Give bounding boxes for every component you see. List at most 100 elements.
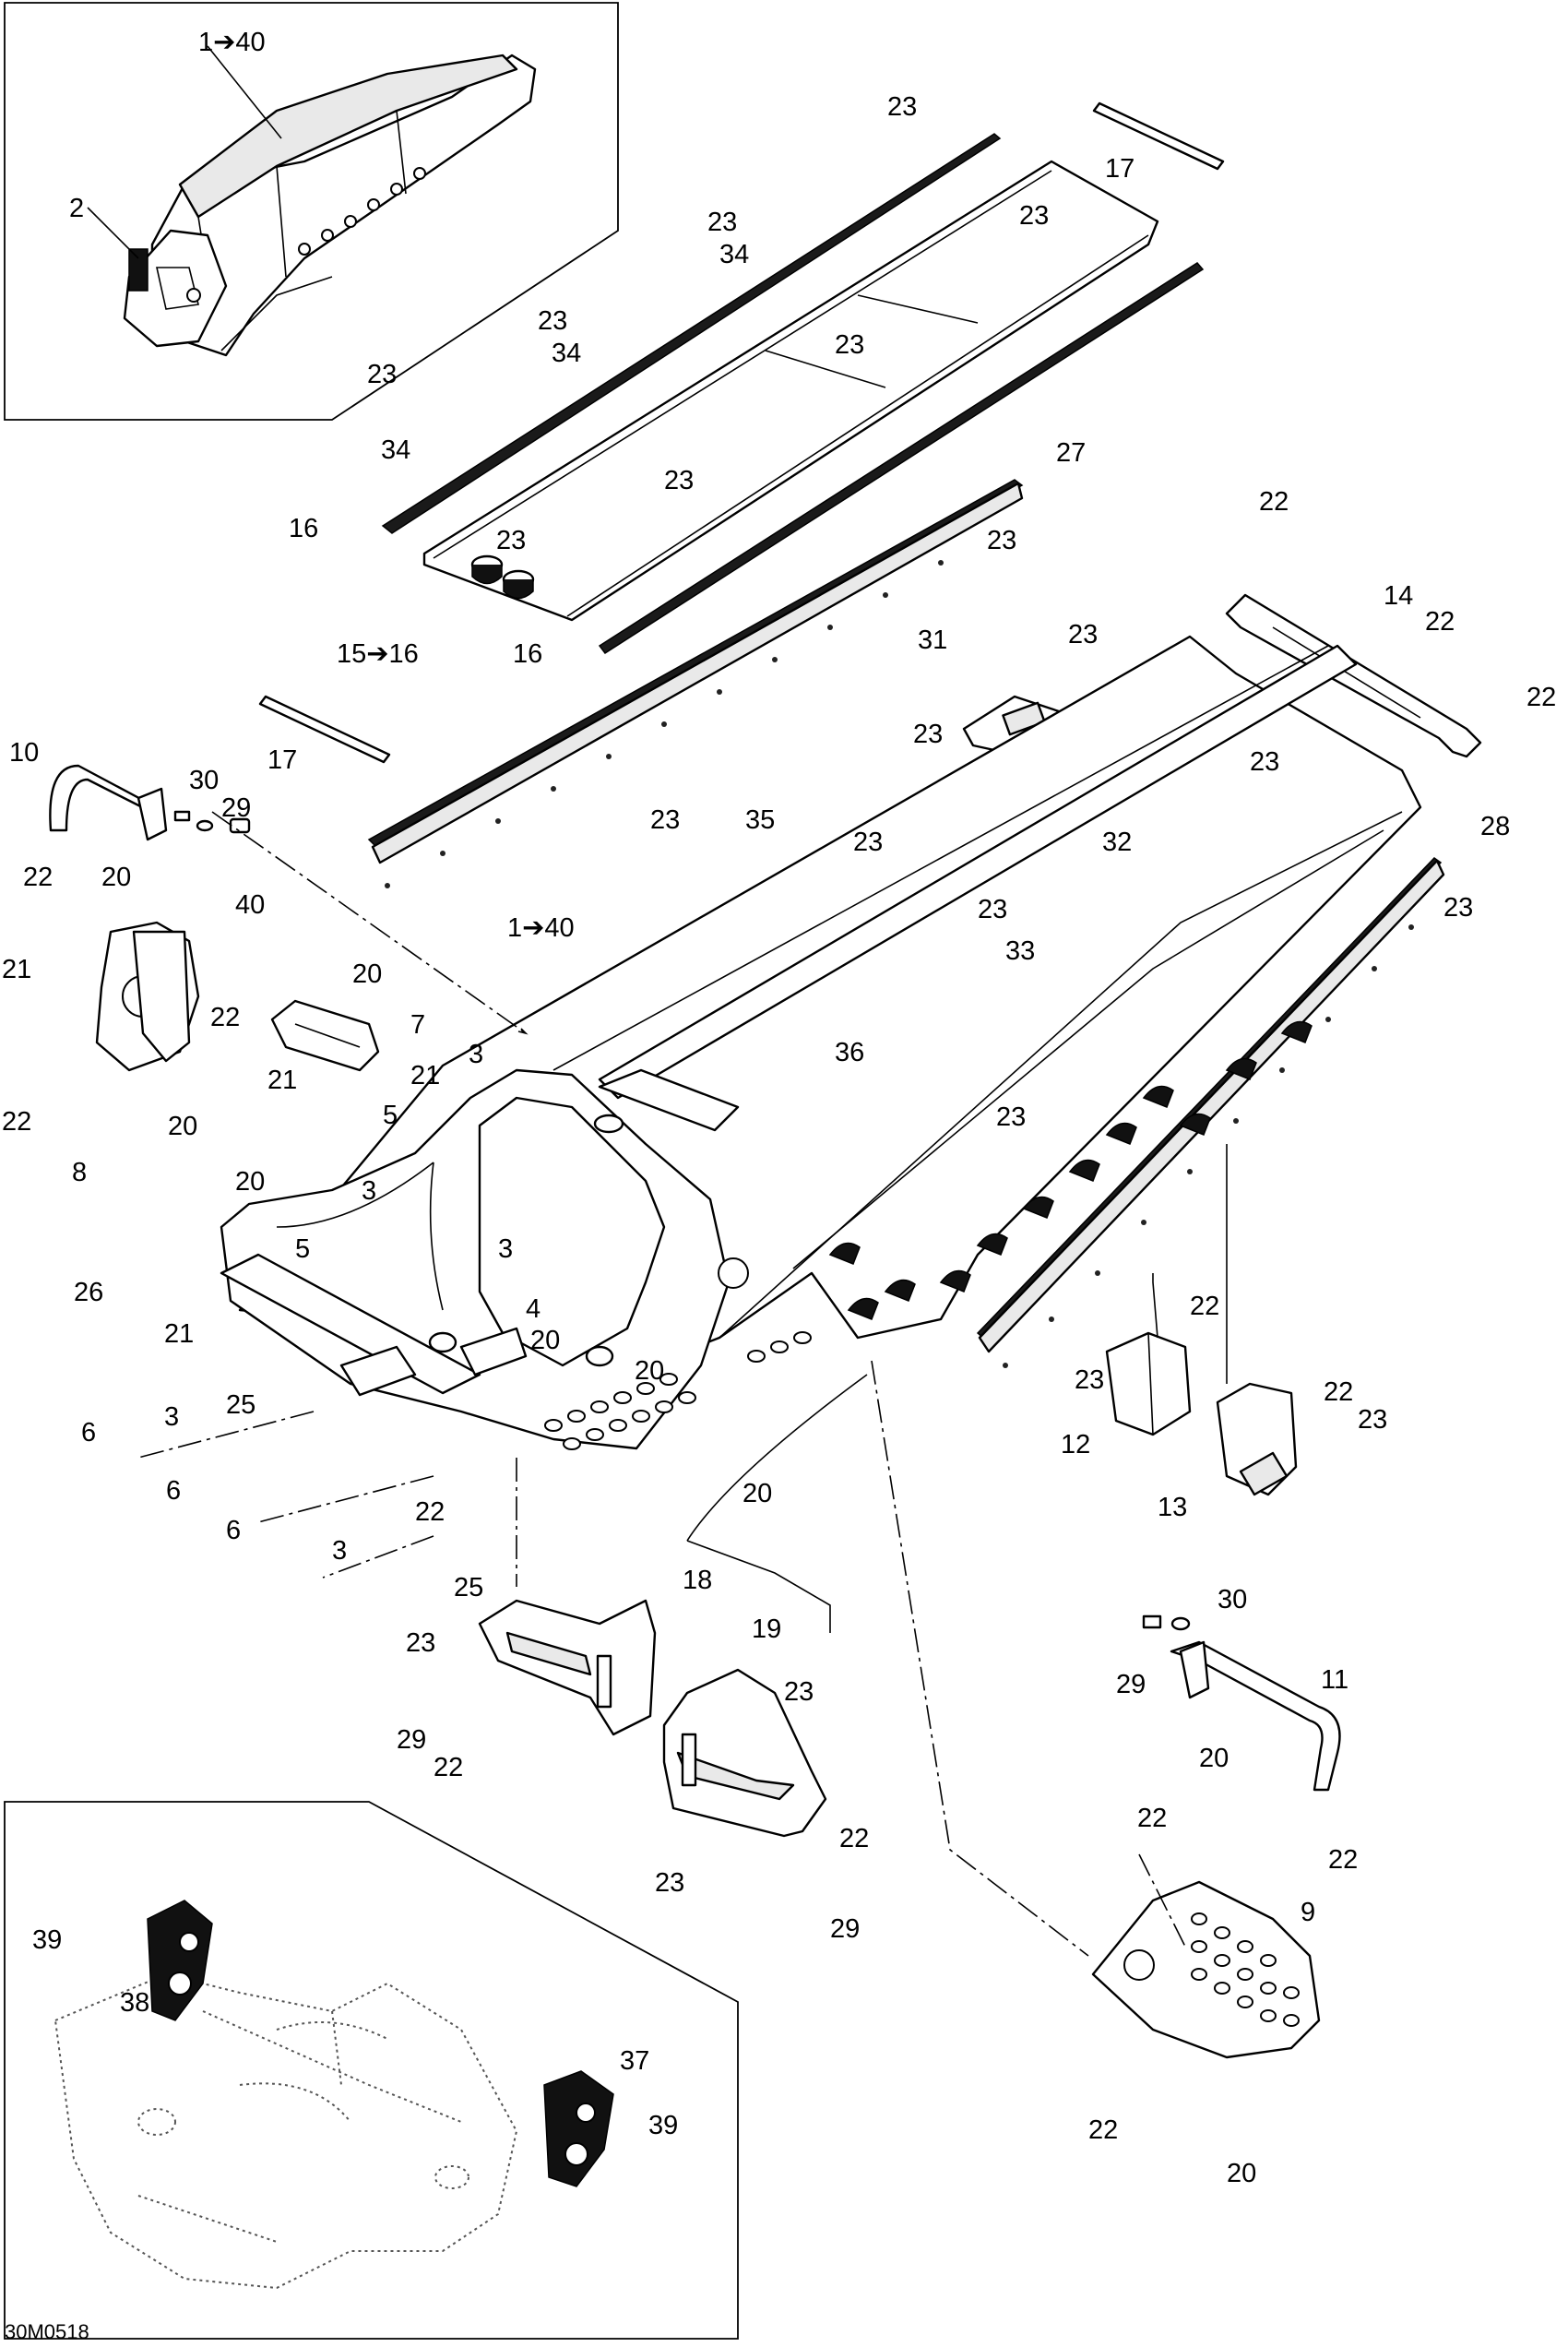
callout-37: 37 [620, 2046, 649, 2076]
callout-25-b: 25 [454, 1573, 483, 1602]
callout-30-b: 30 [1218, 1585, 1247, 1614]
callout-5-b: 5 [295, 1234, 310, 1264]
callout-20-g: 20 [742, 1479, 772, 1508]
callout-39-b: 39 [648, 2111, 678, 2140]
callout-23-l: 23 [650, 805, 680, 835]
callout-3-d: 3 [164, 1402, 179, 1432]
callout-23-a: 23 [887, 92, 917, 122]
callout-23-t: 23 [406, 1628, 435, 1658]
callout-1-40-inset: 1➔40 [198, 28, 266, 57]
inset-engine-mounts [4, 1801, 739, 2340]
callout-13: 13 [1158, 1493, 1187, 1522]
callout-22-l: 22 [1137, 1804, 1167, 1833]
callout-26: 26 [74, 1278, 103, 1307]
callout-4: 4 [526, 1294, 540, 1324]
callout-23-o: 23 [1443, 893, 1473, 923]
callout-40: 40 [235, 890, 265, 920]
tunnel-top-assembly [258, 101, 1445, 1368]
callout-labels: 1➔40 2 23 17 23 34 23 23 34 23 23 34 27 … [2, 28, 1556, 2343]
callout-23-c: 23 [1019, 201, 1049, 231]
callout-6-a: 6 [81, 1418, 96, 1448]
callout-1-40-main: 1➔40 [507, 913, 575, 943]
callout-23-g: 23 [664, 466, 694, 495]
callout-20-e: 20 [530, 1326, 560, 1355]
rail-fastener-row [385, 560, 1414, 1368]
callout-23-v: 23 [655, 1868, 684, 1898]
callout-20-c: 20 [168, 1112, 197, 1141]
footrest-holes [544, 1331, 812, 1450]
callout-22-n: 22 [1088, 2115, 1118, 2145]
lower-brackets [478, 1331, 1341, 1838]
callout-21-b: 21 [267, 1066, 297, 1095]
callout-22-d: 22 [23, 863, 53, 892]
callout-20-a: 20 [101, 863, 131, 892]
callout-23-s: 23 [1358, 1405, 1387, 1435]
callout-29-c: 29 [397, 1725, 426, 1755]
left-side-parts [49, 764, 1321, 2059]
callout-27: 27 [1056, 438, 1086, 468]
callout-23-k: 23 [913, 720, 943, 749]
panel-9-holes [1191, 1912, 1300, 2027]
callout-38: 38 [120, 1988, 149, 2018]
main-chassis [220, 635, 1422, 1450]
callout-16-b: 16 [513, 639, 542, 669]
callout-31: 31 [918, 625, 947, 655]
tunnel-cooler-holes [828, 1020, 1313, 1320]
callout-21-a: 21 [2, 955, 31, 984]
callout-23-f: 23 [367, 360, 397, 389]
callout-23-m: 23 [853, 828, 883, 857]
callout-34-b: 34 [552, 339, 581, 368]
callout-3-e: 3 [332, 1536, 347, 1566]
callout-22-b: 22 [1425, 607, 1455, 637]
callout-23-b: 23 [707, 208, 737, 237]
callout-3-a: 3 [469, 1040, 483, 1069]
callout-22-j: 22 [434, 1753, 463, 1782]
callout-23-i: 23 [987, 526, 1016, 555]
callout-10: 10 [9, 738, 39, 768]
callout-5-a: 5 [383, 1101, 398, 1130]
callout-23-r: 23 [1075, 1365, 1104, 1395]
drawing-code: 30M0518 [5, 2320, 89, 2343]
callout-20-b: 20 [352, 959, 382, 989]
callout-25-a: 25 [226, 1390, 255, 1420]
callout-34-a: 34 [719, 240, 749, 269]
callout-20-i: 20 [1227, 2159, 1256, 2188]
callout-23-n: 23 [1250, 747, 1279, 777]
callout-23-h: 23 [496, 526, 526, 555]
callout-22-i: 22 [415, 1497, 445, 1527]
callout-22-m: 22 [839, 1824, 869, 1853]
callout-23-d: 23 [538, 306, 567, 336]
inset-assembled-frame [4, 2, 619, 421]
callout-22-h: 22 [1324, 1377, 1353, 1407]
callout-18: 18 [683, 1566, 712, 1595]
callout-9: 9 [1301, 1898, 1315, 1927]
callout-23-p: 23 [978, 895, 1007, 924]
callout-33: 33 [1005, 936, 1035, 966]
assembly-leaders [137, 811, 1228, 1957]
callout-3-b: 3 [362, 1176, 376, 1206]
callout-34-c: 34 [381, 435, 410, 465]
callout-23-e: 23 [835, 330, 864, 360]
callout-32: 32 [1102, 828, 1132, 857]
callout-22-k: 22 [1328, 1845, 1358, 1875]
callout-6-c: 6 [226, 1516, 241, 1545]
callout-22-g: 22 [1190, 1292, 1219, 1321]
callout-23-q: 23 [996, 1102, 1026, 1132]
callout-20-f: 20 [635, 1356, 664, 1386]
callout-29-b: 29 [1116, 1670, 1146, 1699]
callout-2: 2 [69, 194, 84, 223]
callout-3-c: 3 [498, 1234, 513, 1264]
callout-20-d: 20 [235, 1167, 265, 1197]
callout-14: 14 [1384, 581, 1413, 611]
callout-17-b: 17 [267, 745, 297, 775]
callout-8: 8 [72, 1158, 87, 1187]
callout-16-a: 16 [289, 514, 318, 543]
callout-22-a: 22 [1259, 487, 1289, 517]
callout-11: 11 [1321, 1665, 1348, 1695]
callout-17-a: 17 [1105, 154, 1134, 184]
callout-15-16: 15➔16 [337, 639, 419, 669]
callout-21-d: 21 [164, 1319, 194, 1349]
callout-7: 7 [410, 1010, 425, 1040]
callout-22-f: 22 [2, 1107, 31, 1137]
